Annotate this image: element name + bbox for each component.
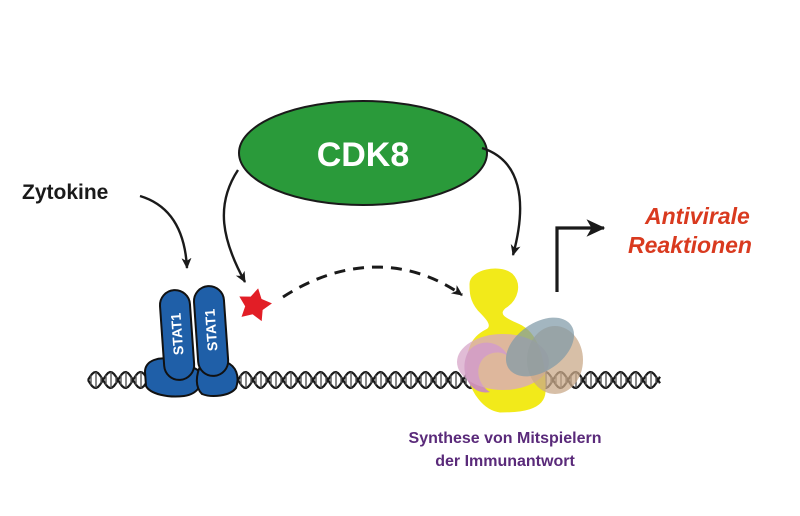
transcription-complex	[457, 268, 583, 413]
stat1-to-complex-dashed-arrow	[282, 265, 463, 299]
cytokines-label: Zytokine	[22, 181, 108, 204]
cdk8-to-stat1-arrow	[222, 169, 247, 283]
antiviral-label-line2: Reaktionen	[628, 232, 752, 258]
stat1-monomer-right	[192, 285, 230, 377]
stat1-label-left: STAT1	[168, 312, 187, 355]
antiviral-label-line1: Antivirale	[644, 203, 750, 229]
cdk8-label: CDK8	[317, 136, 410, 174]
phosphorylation-star-icon	[239, 288, 272, 322]
cdk8-ellipse	[238, 100, 488, 206]
transcription-start-arrow	[555, 219, 606, 292]
stat1-monomer-left	[158, 289, 196, 381]
stat1-dimer: STAT1 STAT1	[143, 285, 239, 398]
cytokine-arrow	[139, 194, 192, 269]
synthesis-label-line1: Synthese von Mitspielern	[409, 430, 602, 447]
synthesis-label-line2: der Immunantwort	[435, 453, 575, 470]
stat1-label-right: STAT1	[202, 308, 221, 351]
cdk8-node: CDK8	[238, 100, 488, 206]
slate-protein	[505, 317, 575, 377]
cdk8-to-complex-arrow	[481, 146, 522, 256]
